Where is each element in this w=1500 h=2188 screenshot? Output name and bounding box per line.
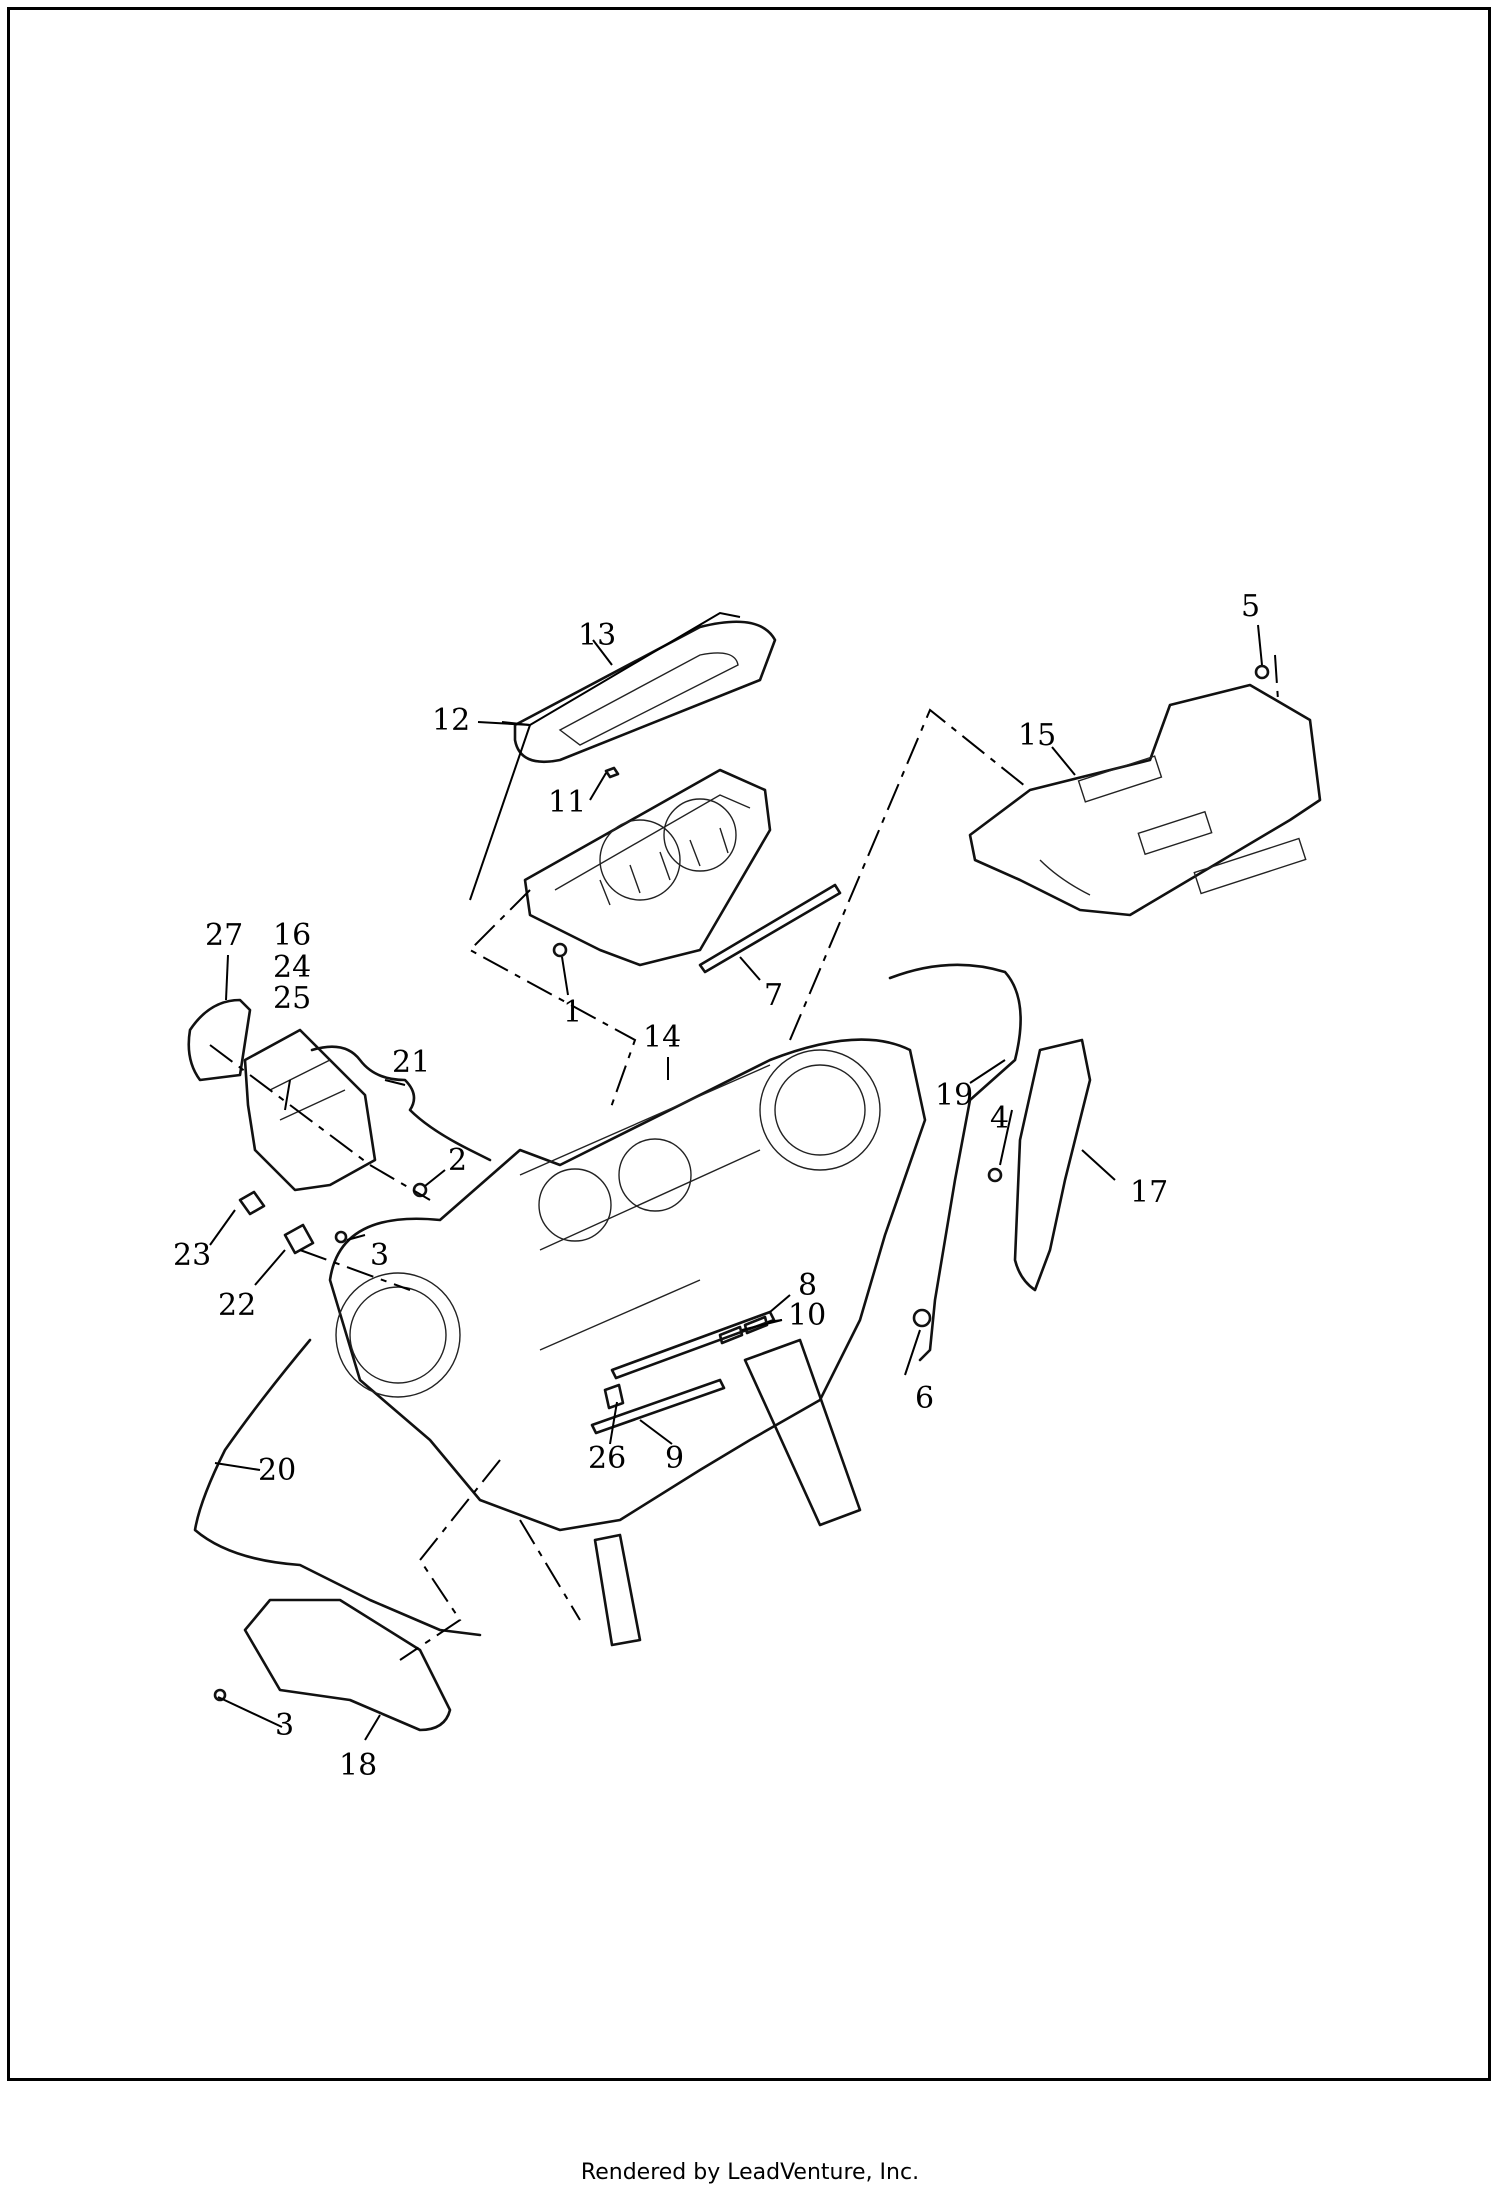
- callout-7: 7: [764, 978, 783, 1013]
- callout-19: 19: [935, 1078, 973, 1113]
- part-14-inner-fairing: [328, 1038, 927, 1532]
- callout-25: 25: [273, 981, 311, 1016]
- callout-10: 10: [788, 1298, 826, 1333]
- callout-16: 16: [273, 918, 311, 953]
- callout-26: 26: [588, 1441, 626, 1476]
- part-20-trim-molding: [193, 1338, 482, 1637]
- callout-labels: 1 2 3 3 4 5 6 7 8 9 10 11 12 13 14 15 16…: [173, 589, 1260, 1783]
- part-23-component: [238, 1190, 266, 1216]
- callout-1: 1: [563, 995, 582, 1030]
- callout-8: 8: [798, 1268, 817, 1303]
- callout-24: 24: [273, 950, 311, 985]
- callout-12: 12: [432, 703, 470, 738]
- part-16-actuator-module: [243, 1028, 377, 1192]
- part-15-inner-cover: [968, 683, 1322, 917]
- part-11-clip: [604, 766, 620, 779]
- callout-6: 6: [915, 1381, 934, 1416]
- callout-14: 14: [643, 1020, 681, 1055]
- part-18-outer-panel: [243, 1598, 452, 1732]
- leader-lines: [209, 611, 1263, 1741]
- callout-2: 2: [448, 1143, 467, 1178]
- part-8-strip: [610, 1310, 776, 1380]
- support-bracket: [743, 1338, 862, 1527]
- callout-15: 15: [1018, 718, 1056, 753]
- fasteners: [213, 664, 1270, 1702]
- part-27-bracket: [187, 998, 252, 1082]
- part-7-strip: [698, 883, 842, 974]
- part-12-gauge-housing: [523, 768, 772, 967]
- callout-23: 23: [173, 1238, 211, 1273]
- callout-18: 18: [339, 1748, 377, 1783]
- callout-21: 21: [392, 1045, 430, 1080]
- part-17-outer-panel: [1013, 1038, 1092, 1292]
- callout-3: 3: [370, 1238, 389, 1273]
- diagram-frame: [7, 7, 1491, 2081]
- callout-4: 4: [990, 1101, 1009, 1136]
- part-13-trim-panel: [513, 620, 777, 764]
- callout-27: 27: [205, 918, 243, 953]
- callout-17: 17: [1130, 1175, 1168, 1210]
- lower-mount: [593, 1533, 642, 1647]
- part-9-strip: [590, 1378, 726, 1435]
- callout-22: 22: [218, 1288, 256, 1323]
- alignment-lines: [209, 654, 1279, 1661]
- callout-13: 13: [578, 618, 616, 653]
- footer-credit: Rendered by LeadVenture, Inc.: [580, 2160, 920, 2185]
- callout-5: 5: [1241, 589, 1260, 624]
- part-22-component: [283, 1223, 315, 1255]
- callout-3: 3: [275, 1708, 294, 1743]
- part-26-clip: [603, 1383, 625, 1410]
- callout-20: 20: [258, 1453, 296, 1488]
- part-10-clips: [718, 1315, 769, 1345]
- callout-11: 11: [548, 785, 586, 820]
- part-21-wiring-harness: [310, 1045, 492, 1162]
- callout-9: 9: [665, 1441, 684, 1476]
- part-19-trim-molding: [888, 963, 1022, 1362]
